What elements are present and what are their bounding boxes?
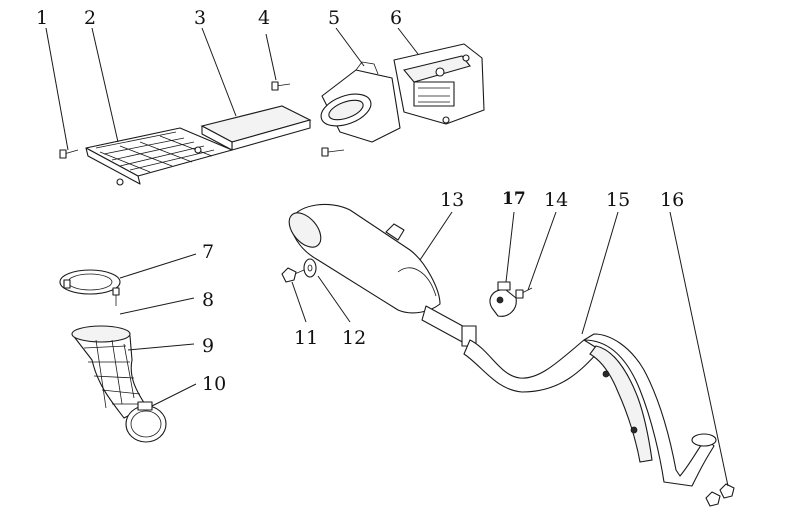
leader-8 bbox=[119, 297, 195, 315]
callout-15: 15 bbox=[606, 189, 630, 211]
leader-16 bbox=[669, 211, 729, 487]
part-2-filter-cage bbox=[85, 127, 233, 186]
part-12-washer bbox=[303, 258, 317, 278]
callout-13: 13 bbox=[440, 189, 464, 211]
leader-6 bbox=[397, 27, 419, 55]
leader-4 bbox=[265, 33, 277, 81]
part-5-air-intake-duct bbox=[320, 61, 401, 157]
callout-2: 2 bbox=[84, 7, 96, 29]
callout-1: 1 bbox=[36, 7, 48, 29]
part-6-air-box bbox=[393, 43, 485, 125]
callout-14: 14 bbox=[544, 189, 568, 211]
part-7-gasket-ring bbox=[59, 269, 121, 295]
callout-6: 6 bbox=[390, 7, 402, 29]
callout-7: 7 bbox=[202, 241, 214, 263]
part-9-intake-rubber-boot bbox=[71, 325, 147, 419]
callout-9: 9 bbox=[202, 335, 214, 357]
part-11-bolt bbox=[281, 267, 305, 283]
part-16-nuts bbox=[705, 483, 735, 507]
part-15-header-pipe bbox=[463, 333, 717, 487]
callout-16: 16 bbox=[660, 189, 684, 211]
callout-11: 11 bbox=[294, 327, 318, 349]
leader-14 bbox=[527, 211, 557, 291]
leader-15 bbox=[581, 211, 619, 335]
part-10-hose-clamp bbox=[125, 401, 167, 443]
leader-9 bbox=[127, 343, 195, 351]
leader-1 bbox=[45, 27, 69, 151]
part-3-filter-element bbox=[200, 105, 312, 151]
callout-3: 3 bbox=[194, 7, 206, 29]
part-8-screw bbox=[112, 287, 120, 306]
leader-11 bbox=[291, 281, 307, 323]
part-1-screw bbox=[59, 149, 79, 159]
callout-10: 10 bbox=[202, 373, 226, 395]
callout-5: 5 bbox=[328, 7, 340, 29]
callout-4: 4 bbox=[258, 7, 270, 29]
part-17-bracket-clamp bbox=[489, 281, 517, 317]
callout-12: 12 bbox=[342, 327, 366, 349]
leader-2 bbox=[91, 27, 119, 143]
leader-7 bbox=[119, 253, 197, 279]
leader-lines bbox=[45, 27, 729, 487]
callout-17: 17 bbox=[502, 189, 526, 209]
leader-17 bbox=[505, 211, 515, 283]
callout-labels: 1 2 3 4 5 6 7 8 9 10 11 12 13 17 14 15 1… bbox=[36, 7, 684, 395]
callout-8: 8 bbox=[202, 289, 214, 311]
leader-13 bbox=[419, 211, 453, 261]
leader-12 bbox=[317, 275, 351, 323]
part-4-screw bbox=[271, 81, 291, 91]
leader-10 bbox=[151, 383, 197, 407]
part-14-bolt bbox=[515, 287, 533, 299]
leader-5 bbox=[335, 27, 365, 67]
leader-3 bbox=[201, 27, 237, 117]
